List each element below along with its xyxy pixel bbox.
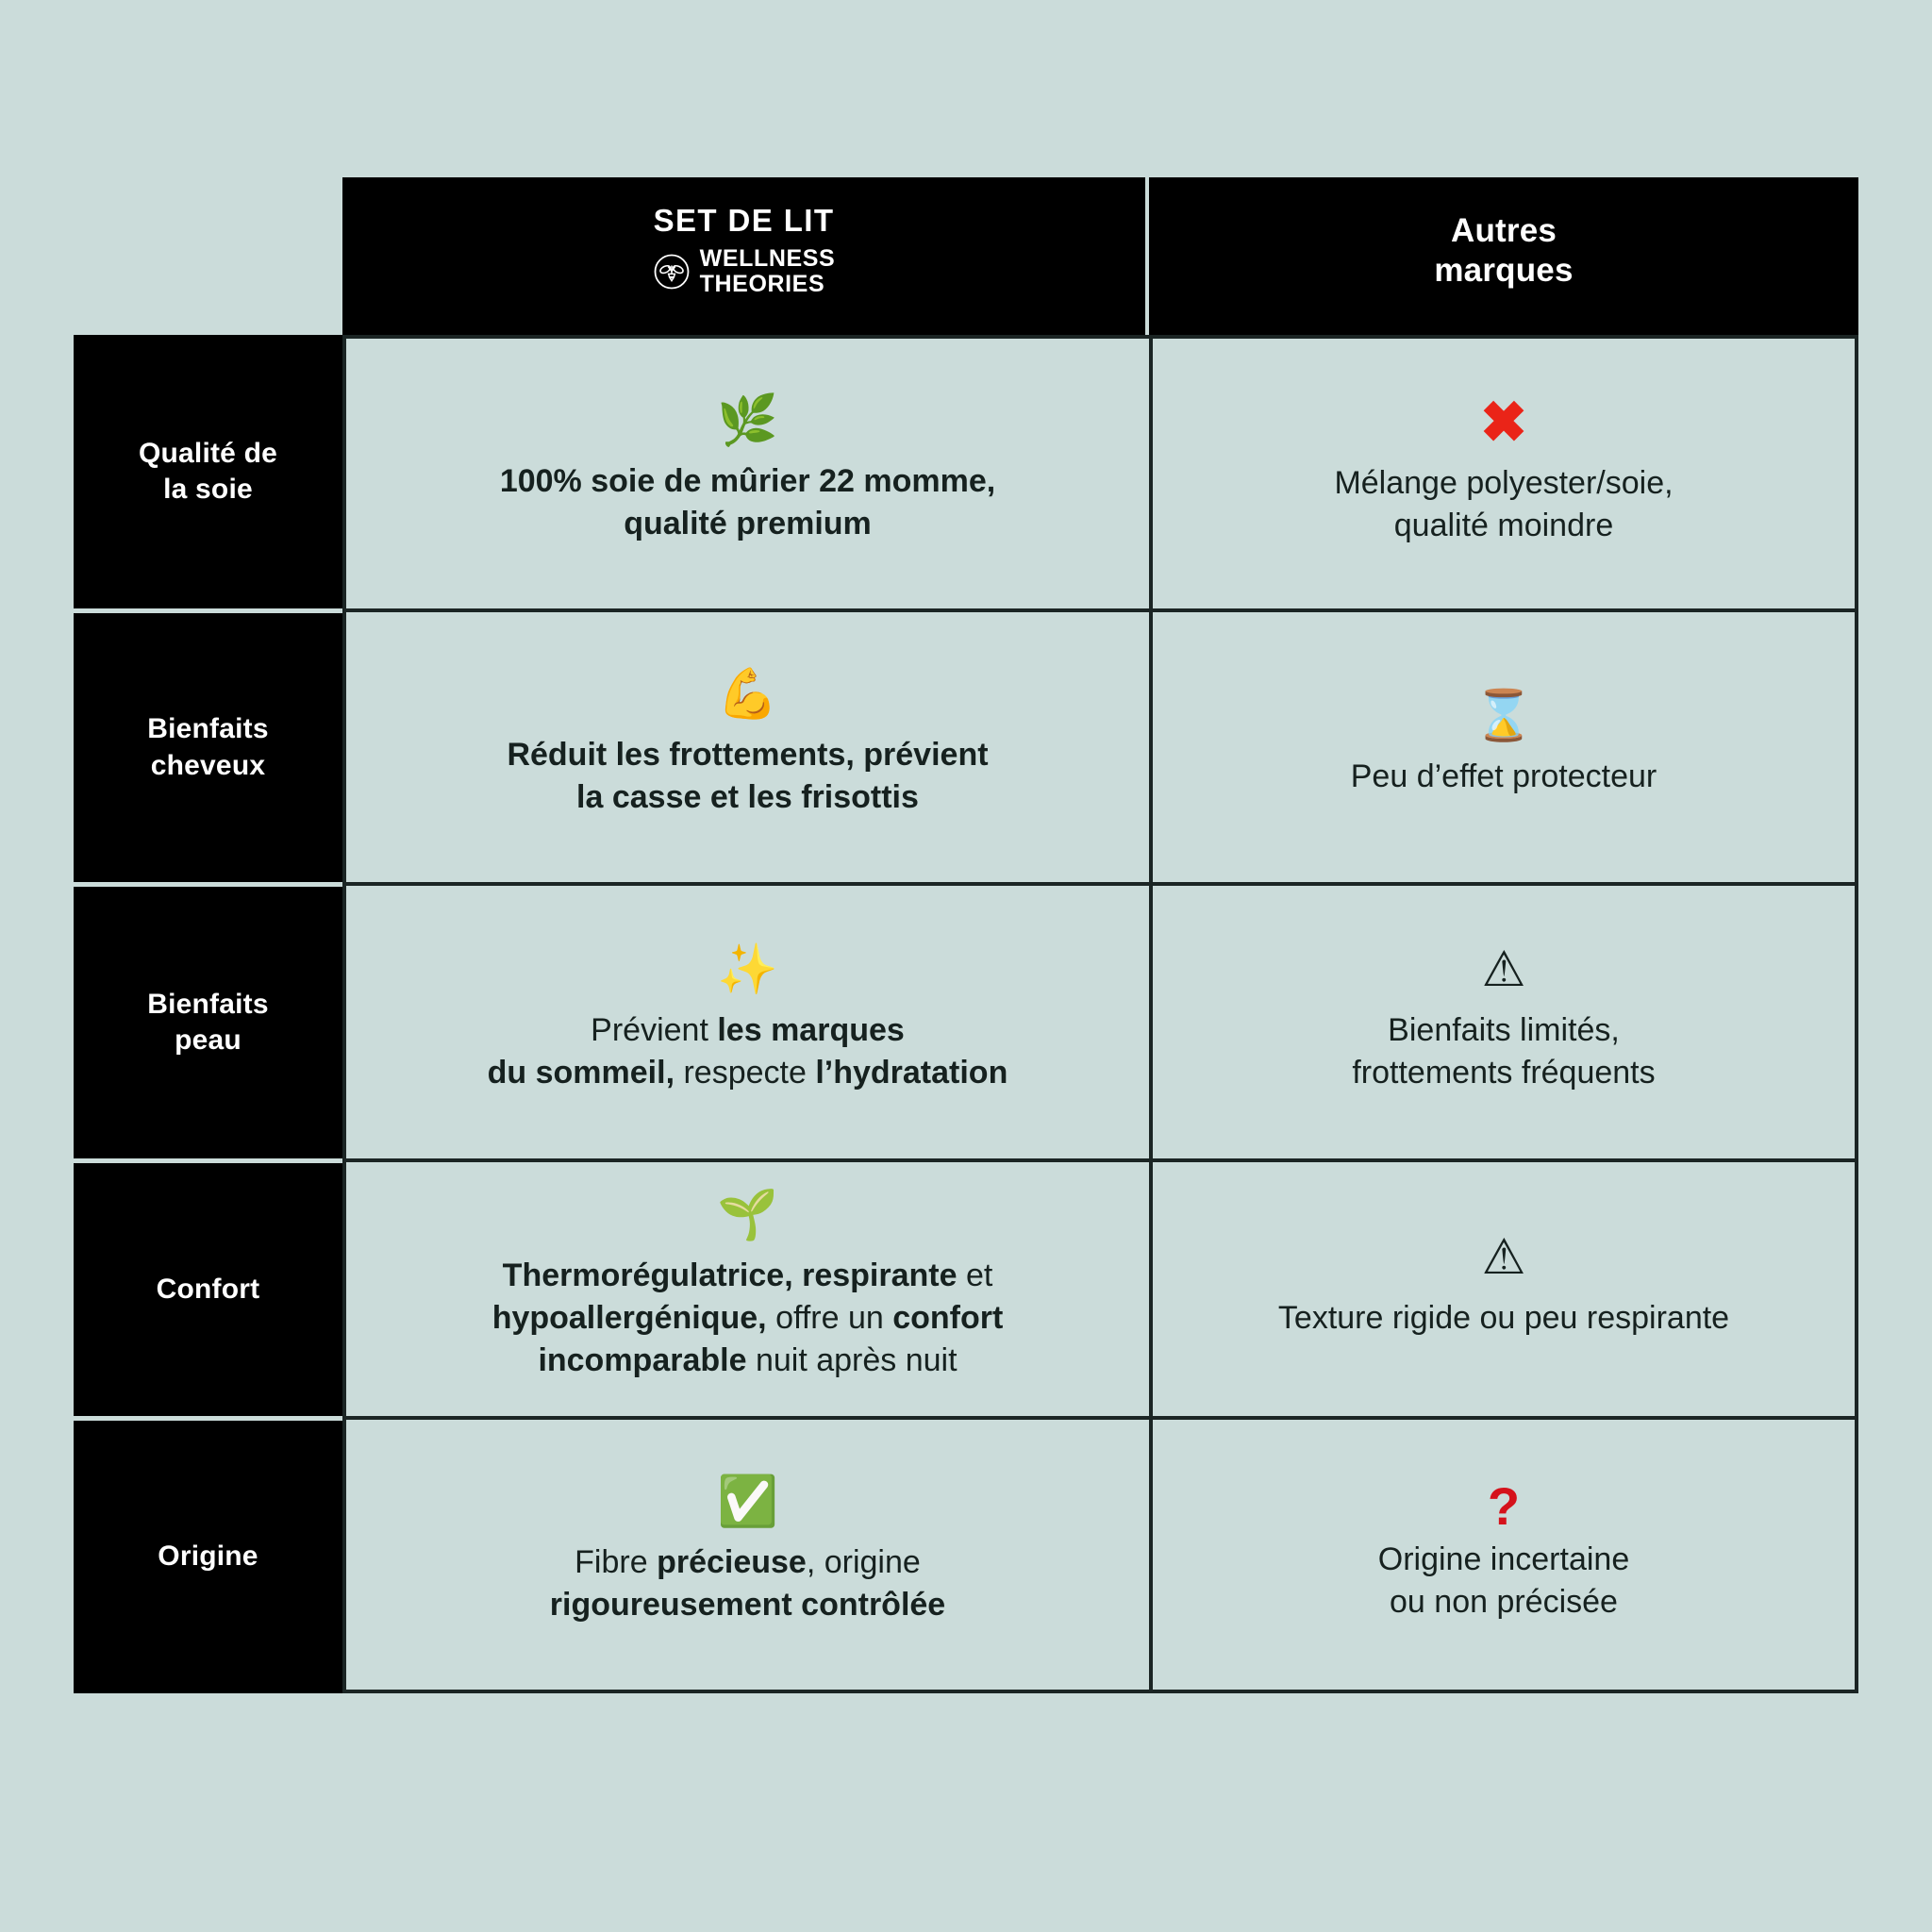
row-label-comfort: Confort [74, 1158, 342, 1416]
other-header-line1: Autres [1450, 211, 1557, 249]
column-header-other-brands: Autres marques [1149, 177, 1858, 335]
text-segment: offre un [766, 1300, 893, 1337]
cell-brand-silk-quality: 🌿 100% soie de mûrier 22 momme, qualité … [342, 335, 1149, 608]
text-segment: qualité premium [624, 506, 872, 541]
row-label-line1: Qualité de [138, 437, 278, 469]
cell-other-skin-benefits-text: Bienfaits limités, frottements fréquents [1352, 1009, 1655, 1094]
table-corner-blank [74, 177, 342, 335]
row-label-hair-benefits: Bienfaits cheveux [74, 608, 342, 882]
text-segment: 100% soie de mûrier 22 momme, [499, 463, 996, 500]
row-label-line2: peau [175, 1024, 242, 1056]
text-line: Mélange polyester/soie, [1334, 465, 1674, 502]
text-line: Réduit les frottements, prévient [507, 737, 989, 774]
text-line: la casse et les frisottis [576, 779, 919, 815]
text-segment: précieuse [657, 1544, 807, 1581]
cell-brand-hair-benefits-text: Réduit les frottements, prévient la cass… [507, 734, 988, 819]
text-segment: respecte [675, 1054, 816, 1091]
herb-emoji: 🌿 [717, 393, 778, 449]
row-label-line2: cheveux [150, 749, 266, 781]
text-segment: , origine [806, 1544, 921, 1581]
row-label-origin: Origine [74, 1416, 342, 1693]
text-segment: du sommeil, [487, 1054, 675, 1091]
flexed-biceps-emoji: 💪 [717, 667, 778, 723]
text-segment: l’hydratation [815, 1054, 1008, 1091]
row-label-line1: Origine [158, 1541, 258, 1573]
row-label-skin-benefits: Bienfaits peau [74, 882, 342, 1158]
cell-brand-origin: ✅ Fibre précieuse, origine rigoureusemen… [342, 1416, 1149, 1693]
text-segment: et [957, 1257, 993, 1294]
cell-brand-hair-benefits: 💪 Réduit les frottements, prévient la ca… [342, 608, 1149, 882]
check-mark-button-emoji: ✅ [717, 1474, 778, 1530]
text-line: Bienfaits limités, [1388, 1011, 1620, 1048]
row-label-line2: la soie [163, 474, 253, 505]
text-segment: nuit après nuit [746, 1341, 958, 1378]
cell-other-comfort: ⚠ Texture rigide ou peu respirante [1149, 1158, 1858, 1416]
brand-wordmark-line2: THEORIES [699, 271, 825, 298]
cell-brand-comfort-text: Thermorégulatrice, respirante et hypoall… [492, 1255, 1004, 1382]
text-segment: Fibre [575, 1544, 658, 1581]
cell-other-skin-benefits: ⚠ Bienfaits limités, frottements fréquen… [1149, 882, 1858, 1158]
cell-other-silk-quality-text: Mélange polyester/soie, qualité moindre [1334, 462, 1673, 547]
cell-other-comfort-text: Texture rigide ou peu respirante [1277, 1300, 1730, 1337]
brand-column-title: SET DE LIT [653, 202, 835, 238]
text-segment: Prévient [591, 1011, 718, 1048]
cell-other-hair-benefits: ⌛ Peu d’effet protecteur [1149, 608, 1858, 882]
cell-brand-comfort: 🌱 Thermorégulatrice, respirante et hypoa… [342, 1158, 1149, 1416]
hourglass-emoji: ⌛ [1473, 688, 1535, 743]
cell-brand-skin-benefits: ✨ Prévient les marques du sommeil, respe… [342, 882, 1149, 1158]
cell-brand-silk-quality-text: 100% soie de mûrier 22 momme, qualité pr… [500, 460, 995, 545]
red-question-mark-icon: ? [1487, 1476, 1521, 1537]
text-segment: rigoureusement contrôlée [549, 1587, 946, 1623]
cell-brand-origin-text: Fibre précieuse, origine rigoureusement … [550, 1541, 945, 1626]
row-label-line1: Bienfaits [147, 713, 269, 745]
text-segment: incomparable [538, 1341, 747, 1378]
comparison-table: SET DE LIT WELL [74, 177, 1858, 1693]
cell-other-origin: ? Origine incertaine ou non précisée [1149, 1416, 1858, 1693]
cell-other-hair-benefits-text: Peu d’effet protecteur [1350, 758, 1657, 794]
seedling-emoji: 🌱 [717, 1188, 778, 1243]
brand-logo-lockup: WELLNESS THEORIES [653, 246, 836, 297]
bee-in-circle-icon [653, 253, 691, 291]
cell-other-silk-quality: ✖ Mélange polyester/soie, qualité moindr… [1149, 335, 1858, 608]
column-header-brand: SET DE LIT WELL [342, 177, 1149, 335]
warning-emoji: ⚠ [1481, 1230, 1526, 1286]
brand-wordmark: WELLNESS THEORIES [700, 246, 836, 297]
row-label-line1: Bienfaits [147, 988, 269, 1020]
cell-other-origin-text: Origine incertaine ou non précisée [1378, 1539, 1629, 1624]
warning-emoji: ⚠ [1481, 941, 1526, 997]
red-cross-mark-icon: ✖ [1479, 391, 1528, 455]
comparison-grid: SET DE LIT WELL [74, 177, 1858, 1693]
cell-brand-skin-benefits-text: Prévient les marques du sommeil, respect… [488, 1009, 1008, 1094]
text-segment: confort [892, 1300, 1004, 1337]
brand-wordmark-line1: WELLNESS [699, 245, 836, 273]
text-segment: hypoallergénique, [491, 1300, 767, 1337]
other-header-line2: marques [1434, 251, 1574, 289]
text-line: Origine incertaine [1377, 1541, 1630, 1578]
row-label-silk-quality: Qualité de la soie [74, 335, 342, 608]
text-segment: Thermorégulatrice, respirante [502, 1257, 958, 1294]
text-line: frottements fréquents [1352, 1054, 1656, 1091]
sparkles-emoji: ✨ [717, 941, 778, 997]
row-label-line1: Confort [156, 1273, 260, 1305]
text-line: qualité moindre [1393, 508, 1614, 543]
text-line: ou non précisée [1390, 1584, 1618, 1620]
text-segment: les marques [717, 1011, 905, 1048]
